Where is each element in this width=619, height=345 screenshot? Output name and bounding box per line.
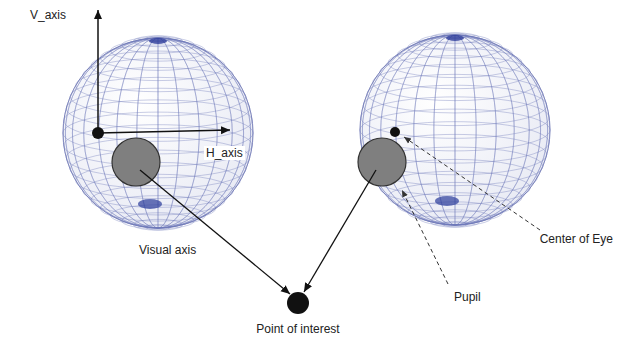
h-axis-line	[98, 130, 230, 133]
target-dot	[287, 292, 309, 314]
axis-label: Visual axis	[137, 243, 198, 257]
visual-axis-line	[140, 170, 290, 294]
eye-center-dot	[390, 127, 400, 137]
v-axis-line	[97, 10, 99, 133]
callout-label: Center of Eye	[538, 232, 615, 246]
node-label: Point of interest	[256, 322, 339, 336]
eyeball-left	[63, 36, 253, 230]
pupil	[112, 138, 160, 186]
leader-line	[402, 190, 448, 284]
eye-center-dot	[92, 127, 104, 139]
point-of-interest: Point of interest	[256, 292, 339, 336]
axis-label: V_axis	[28, 8, 68, 22]
pupil	[358, 138, 406, 186]
eyeball-right	[360, 33, 550, 227]
callout-label: Pupil	[452, 290, 483, 304]
visual-axis-line	[304, 170, 376, 292]
axis-label: H_axis	[204, 146, 245, 160]
leader-line	[404, 137, 540, 230]
